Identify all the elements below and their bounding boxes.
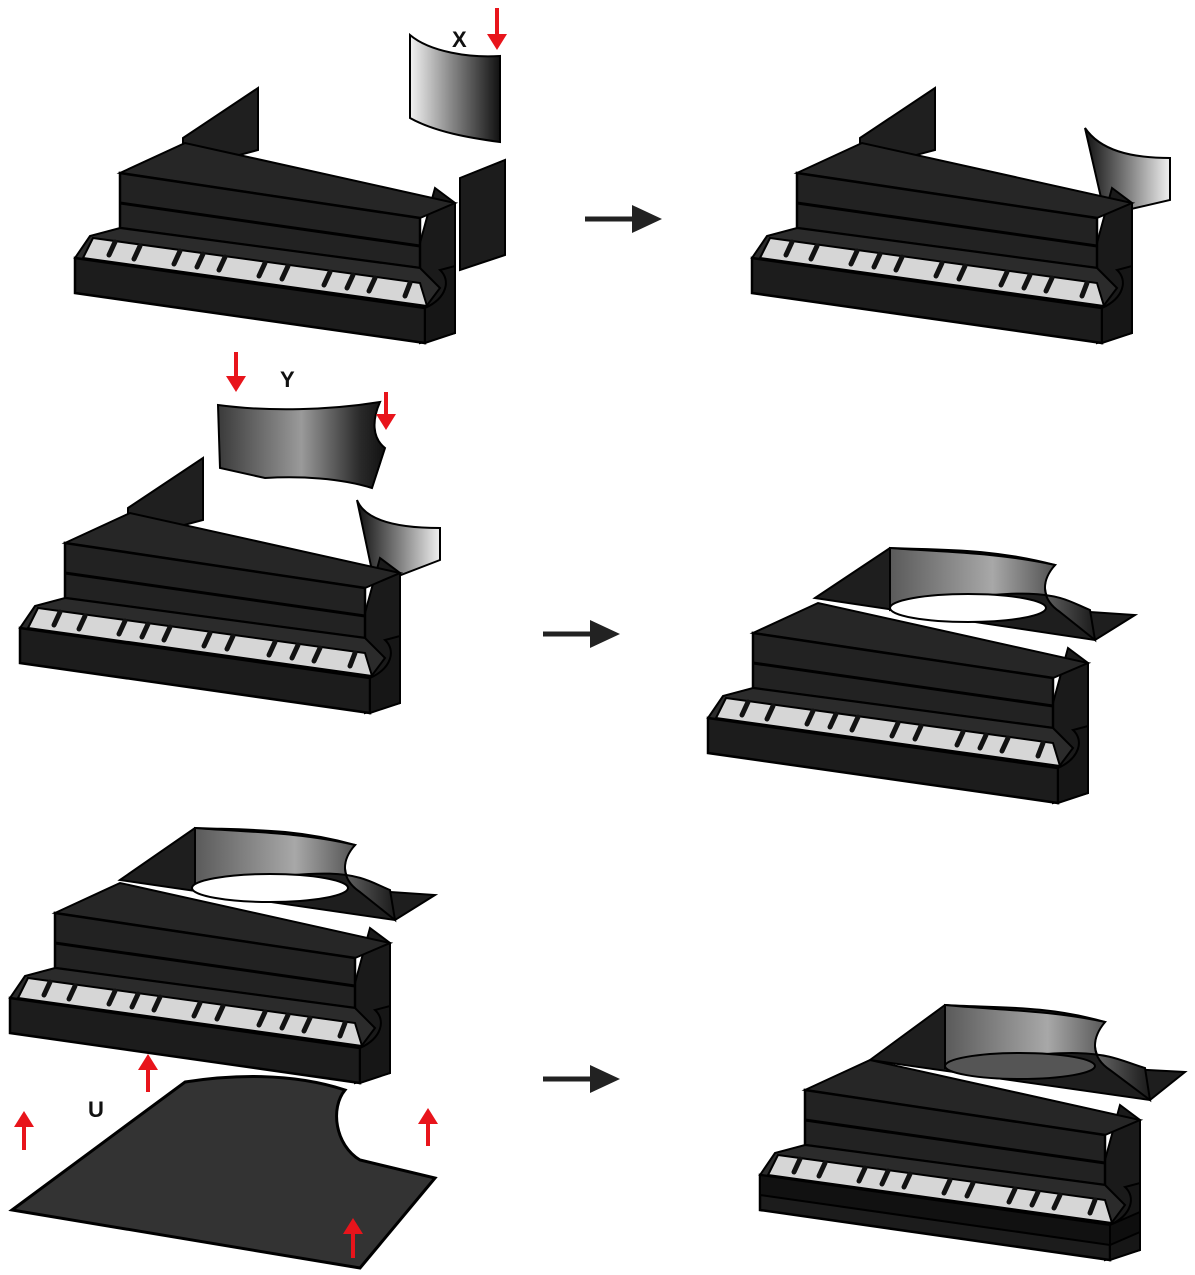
label-x: X: [452, 27, 467, 52]
process-arrow-icon: [543, 1065, 620, 1093]
red-up-arrow-icon: [138, 1054, 158, 1092]
step-1-before: [75, 86, 506, 343]
red-up-arrow-icon: [343, 1218, 363, 1258]
part-y-curved-panel: [216, 400, 387, 490]
process-arrow-icon: [585, 205, 662, 233]
red-up-arrow-icon: [14, 1111, 34, 1150]
step-2-before: [20, 456, 441, 713]
red-down-arrow-icon: [376, 392, 396, 430]
step-3-after: [760, 1003, 1188, 1260]
label-u: U: [88, 1097, 104, 1122]
step-3-before: [10, 826, 439, 1083]
part-u-base-plate: [8, 1075, 438, 1270]
red-down-arrow-icon: [487, 8, 507, 50]
label-y: Y: [280, 367, 295, 392]
step-1-after: [752, 86, 1171, 343]
process-arrow-icon: [543, 620, 620, 648]
part-x-curved-panel: [409, 32, 501, 144]
step-2-after: [708, 546, 1139, 803]
red-up-arrow-icon: [418, 1108, 438, 1146]
red-down-arrow-icon: [226, 352, 246, 392]
